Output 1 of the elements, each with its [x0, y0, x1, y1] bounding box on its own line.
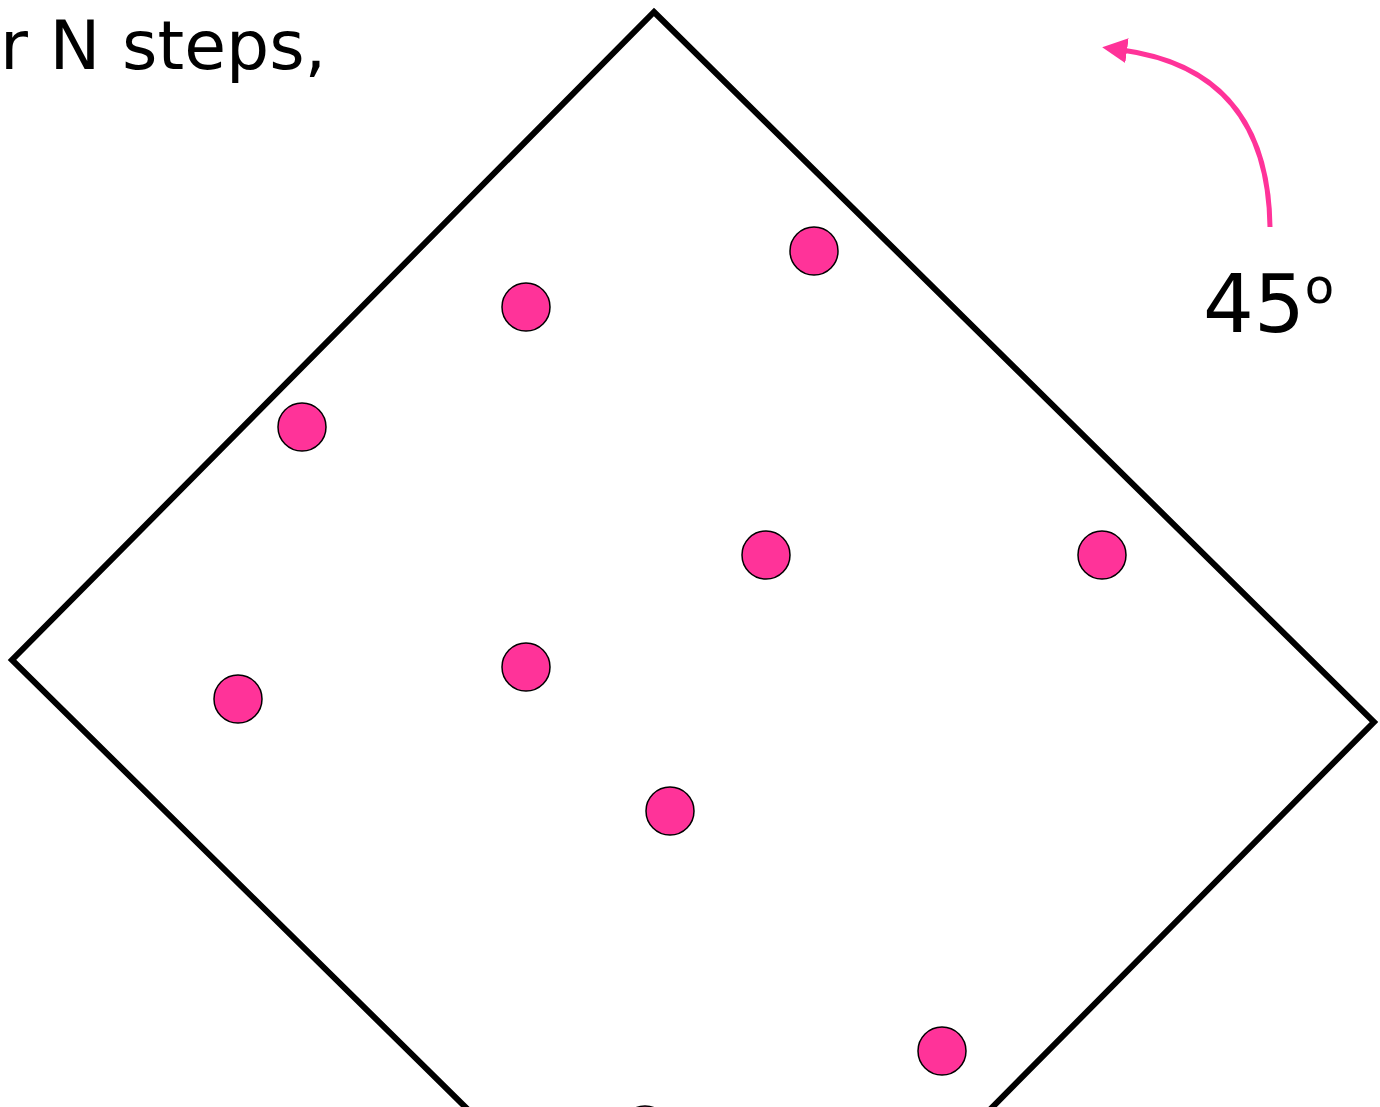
angle-label: 45$^{o}$ — [1203, 262, 1335, 345]
